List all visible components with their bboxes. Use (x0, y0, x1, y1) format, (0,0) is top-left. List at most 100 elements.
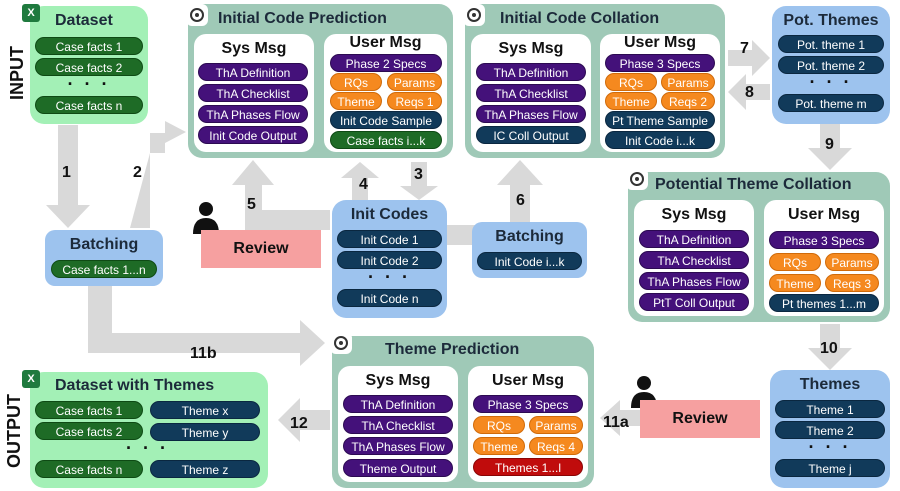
review-box-2: Review (640, 400, 760, 438)
icp-user-spec: Phase 2 Specs (330, 54, 442, 72)
tp-sys-item-3: ThA Phases Flow (343, 437, 453, 455)
theme-1: Theme 1 (775, 400, 885, 418)
icc-sys-item-4: IC Coll Output (476, 126, 586, 144)
step-7-label: 7 (740, 40, 749, 57)
output-side-label: OUTPUT (4, 394, 24, 468)
themes-ellipsis: · · · (808, 437, 852, 457)
init-codes-title: Init Codes (350, 206, 429, 223)
openai-logo-icon (186, 4, 208, 26)
input-side-label: INPUT (7, 46, 27, 100)
icp-user-case-facts: Case facts i...k (330, 131, 442, 149)
init-code-n: Init Code n (337, 289, 442, 307)
icp-user-params: Params (387, 73, 442, 91)
icc-user-reqs: Reqs 2 (661, 92, 715, 110)
init-codes-ellipsis: · · · (368, 267, 411, 287)
tp-user-msg-title: User Msg (491, 372, 565, 389)
icc-sys-msg-title: Sys Msg (498, 40, 564, 57)
icc-user-spec: Phase 3 Specs (605, 54, 715, 72)
tp-user-spec: Phase 3 Specs (473, 395, 583, 413)
output-case-facts-n: Case facts n (35, 460, 143, 478)
icp-sys-item-2: ThA Checklist (198, 84, 308, 102)
pot-theme-m: Pot. theme m (778, 94, 884, 112)
batching-title: Batching (69, 236, 139, 253)
tp-sys-item-4: Theme Output (343, 459, 453, 477)
dataset-item-n: Case facts n (35, 96, 143, 114)
step-12-label: 12 (290, 415, 308, 432)
output-theme-y: Theme y (150, 423, 260, 441)
step-3-label: 3 (414, 166, 423, 183)
batching-init-codes-title: Batching (495, 228, 564, 245)
potential-theme-collation-title: Potential Theme Collation (655, 176, 852, 193)
tp-sys-item-2: ThA Checklist (343, 416, 453, 434)
icp-user-theme: Theme (330, 92, 382, 110)
ptc-user-params: Params (825, 253, 879, 271)
icp-user-sample: Init Code Sample (330, 111, 442, 129)
excel-icon: X (22, 4, 40, 22)
ptc-user-rqs: RQs (769, 253, 821, 271)
ptc-sys-item-4: PtT Coll Output (639, 293, 749, 311)
step-10-label: 10 (820, 340, 838, 357)
step-11a-label: 11a (603, 414, 629, 431)
pot-theme-2: Pot. theme 2 (778, 56, 884, 74)
ptc-sys-item-1: ThA Definition (639, 230, 749, 248)
step-2-label: 2 (133, 164, 142, 181)
icc-user-init-code: Init Code i...k (605, 131, 715, 149)
icc-sys-item-2: ThA Checklist (476, 84, 586, 102)
step-6-label: 6 (516, 192, 525, 209)
step-9-label: 9 (825, 136, 834, 153)
dataset-item-1: Case facts 1 (35, 37, 143, 55)
reviewer-person-icon (193, 202, 219, 234)
batching-item: Case facts 1...n (51, 260, 157, 278)
themes-title: Themes (799, 376, 861, 393)
openai-logo-icon (463, 4, 485, 26)
ptc-sys-item-3: ThA Phases Flow (639, 272, 749, 290)
openai-logo-icon (626, 168, 648, 190)
dataset-with-themes-title: Dataset with Themes (55, 377, 215, 394)
icc-user-params: Params (661, 73, 715, 91)
tp-user-params: Params (529, 416, 583, 434)
output-theme-x: Theme x (150, 401, 260, 419)
tp-sys-msg-title: Sys Msg (365, 372, 431, 389)
tp-user-rqs: RQs (473, 416, 525, 434)
arrow-1 (46, 125, 90, 228)
arrow-3 (400, 162, 438, 200)
ptc-user-reqs: Reqs 3 (825, 274, 879, 292)
arrow-7 (728, 40, 770, 76)
arrow-9 (808, 124, 852, 170)
icp-user-rqs: RQs (330, 73, 382, 91)
initial-code-collation-title: Initial Code Collation (500, 10, 660, 27)
arrow-12 (278, 398, 330, 442)
icp-user-msg-title: User Msg (349, 34, 422, 51)
openai-logo-icon (330, 332, 352, 354)
theme-2: Theme 2 (775, 421, 885, 439)
step-11b-label: 11b (190, 345, 217, 362)
step-5-label: 5 (247, 196, 256, 213)
tp-user-themes: Themes 1...l (473, 458, 583, 476)
ptc-user-spec: Phase 3 Specs (769, 231, 879, 249)
arrow-2 (130, 121, 186, 228)
icp-sys-item-1: ThA Definition (198, 63, 308, 81)
arrow-11a (600, 400, 640, 436)
icp-sys-item-3: ThA Phases Flow (198, 105, 308, 123)
init-code-1: Init Code 1 (337, 230, 442, 248)
init-code-2: Init Code 2 (337, 251, 442, 269)
batching-init-codes-item: Init Code i...k (477, 252, 582, 270)
icp-sys-item-4: Init Code Output (198, 126, 308, 144)
arrow-10 (808, 324, 852, 370)
icc-user-sample: Pt Theme Sample (605, 111, 715, 129)
step-1-label: 1 (62, 164, 71, 181)
arrow-8 (728, 74, 770, 110)
tp-user-theme: Theme (473, 437, 525, 455)
dataset-item-2: Case facts 2 (35, 58, 143, 76)
pot-theme-1: Pot. theme 1 (778, 35, 884, 53)
excel-icon: X (22, 370, 40, 388)
arrow-11b (88, 285, 325, 366)
tp-user-reqs: Reqs 4 (529, 437, 583, 455)
arrow-4 (341, 162, 379, 200)
ptc-user-msg-title: User Msg (787, 206, 861, 223)
icc-user-msg-title: User Msg (623, 34, 697, 51)
ptc-user-theme: Theme (769, 274, 821, 292)
icc-user-theme: Theme (605, 92, 657, 110)
theme-j: Theme j (775, 459, 885, 477)
output-theme-z: Theme z (150, 460, 260, 478)
